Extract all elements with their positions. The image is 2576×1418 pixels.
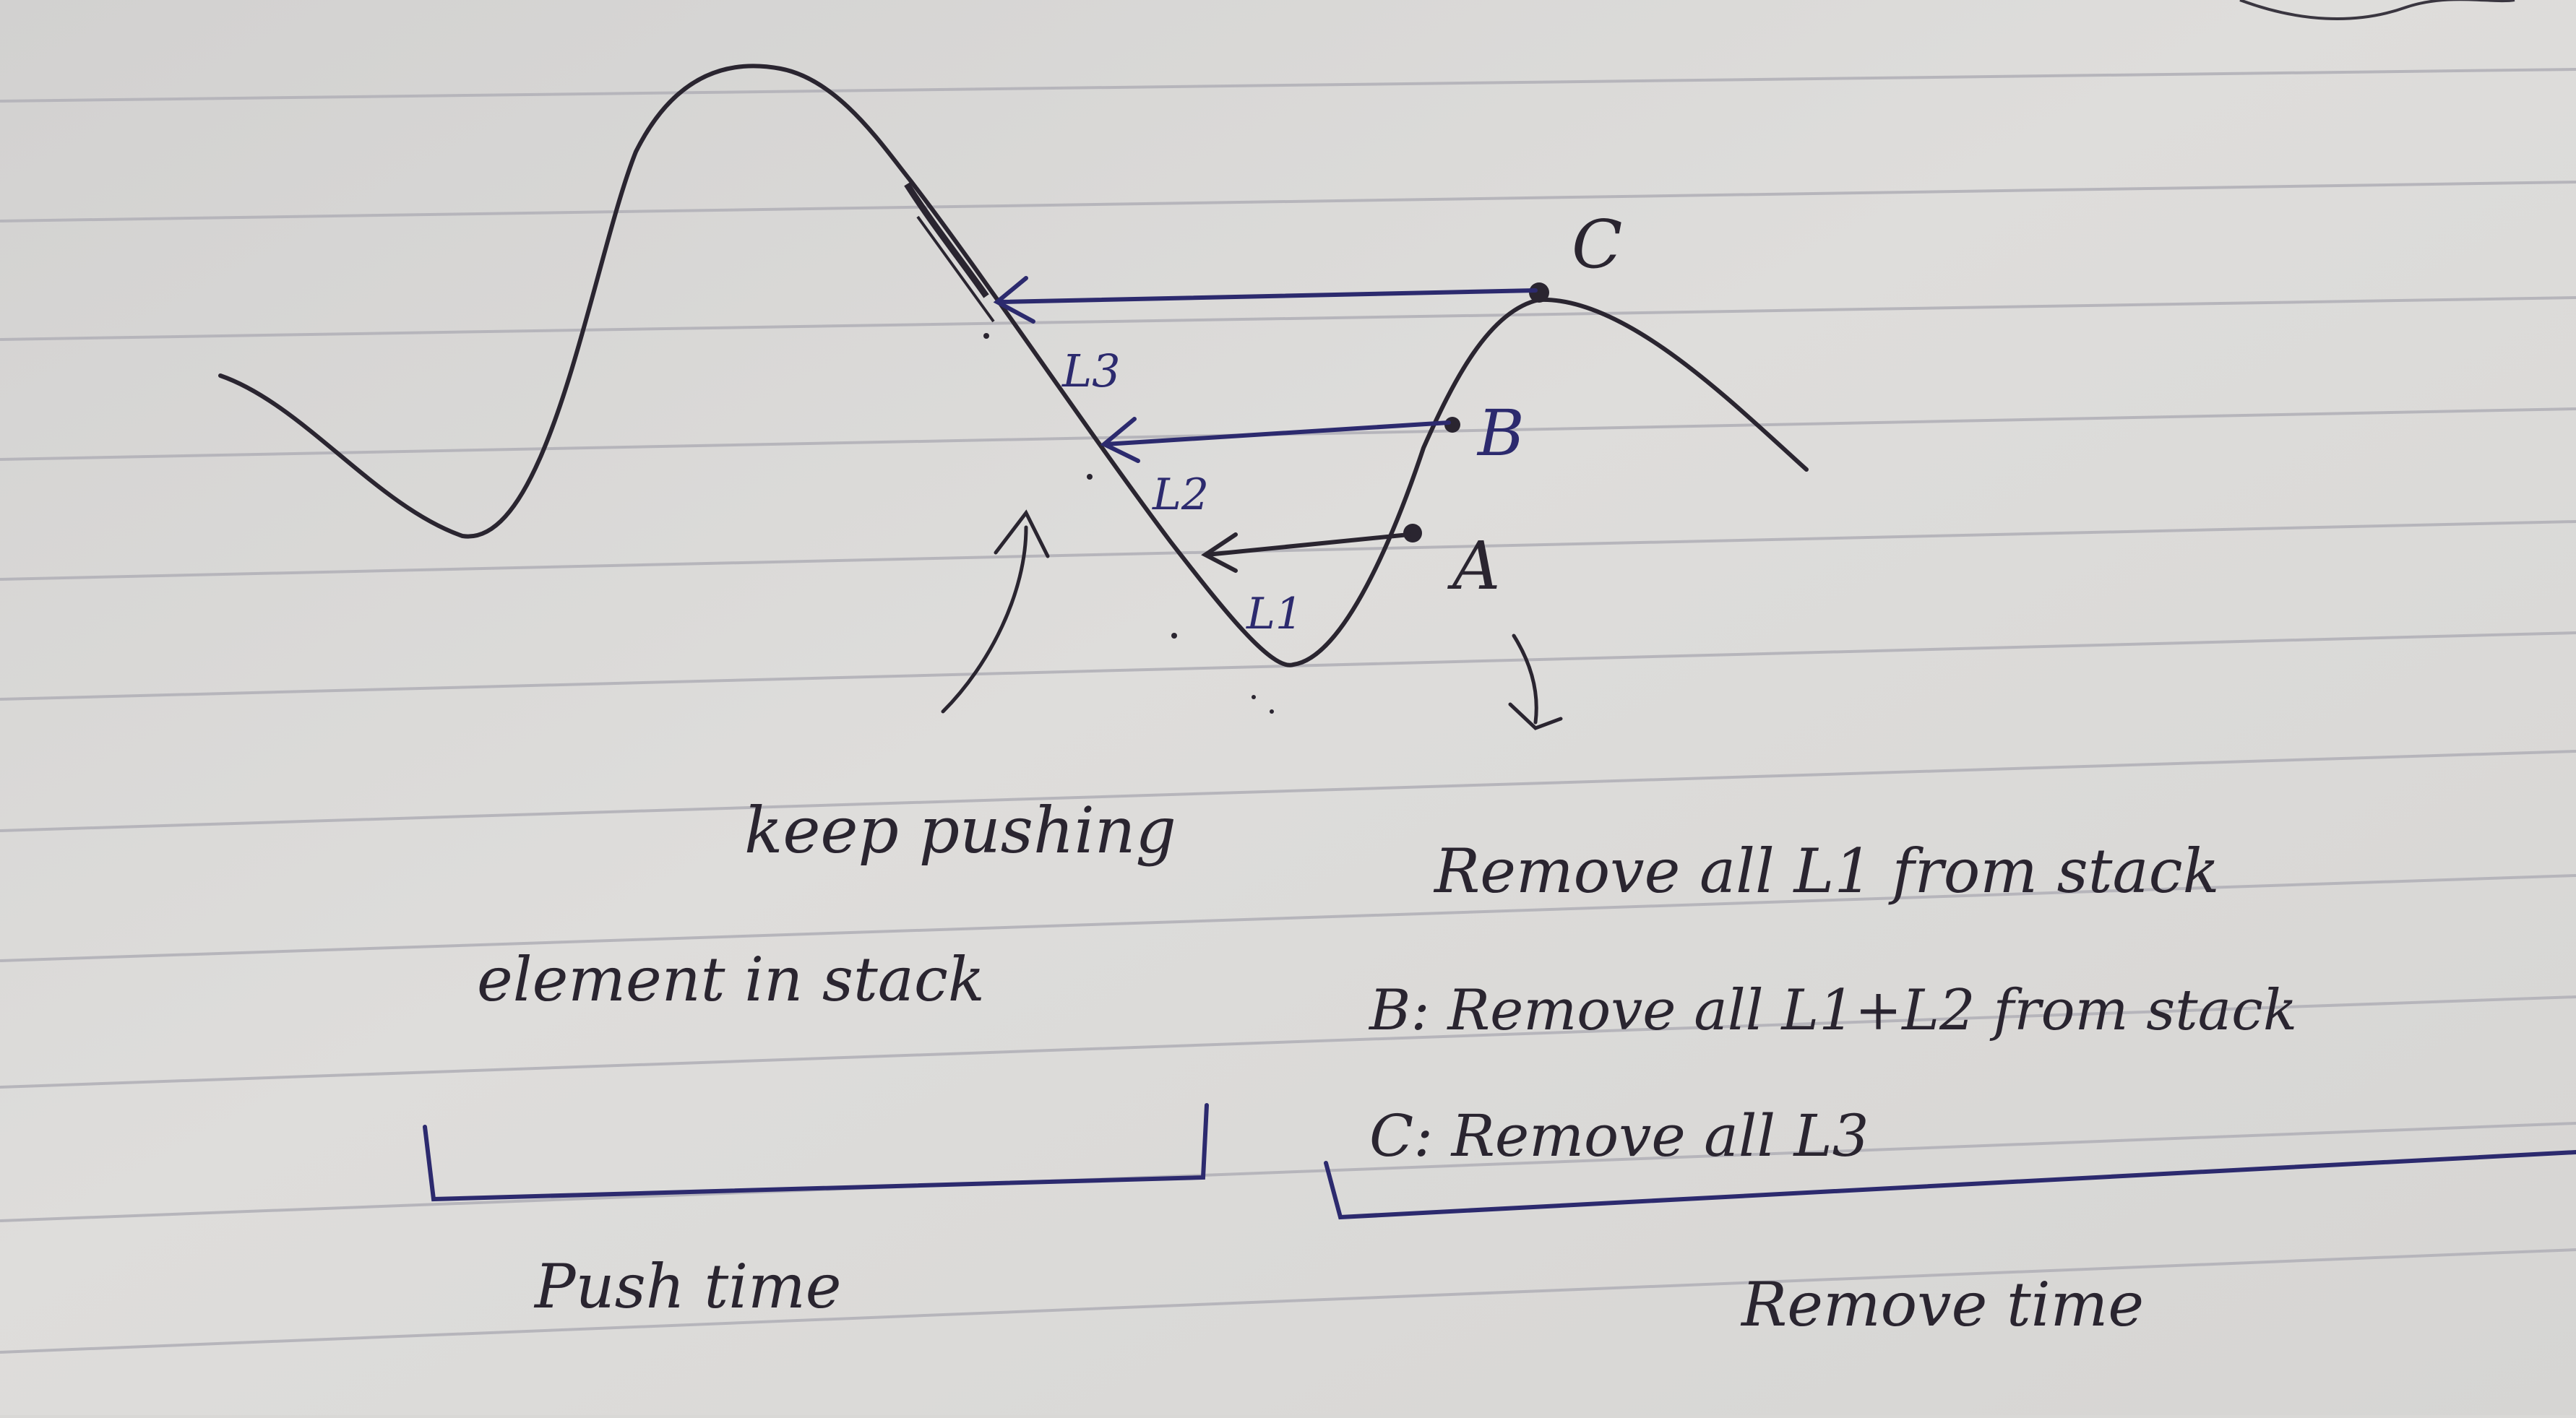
arrowhead-b <box>1100 417 1140 463</box>
label-point-b: B <box>1476 396 1525 470</box>
price-wave-curve <box>218 64 1809 667</box>
point-c-dot <box>1529 282 1549 303</box>
arrow-a-to-l1 <box>1205 532 1411 557</box>
point-a-dot <box>1403 524 1422 542</box>
label-l1: L1 <box>1246 589 1303 639</box>
arrow-c-to-l3 <box>999 288 1538 304</box>
push-note-line2: element in stack <box>477 944 985 1015</box>
push-note-line1: keep pushing <box>744 793 1176 868</box>
remove-note-line1: Remove all L1 from stack <box>1433 836 2220 907</box>
remove-bracket <box>1324 1150 2576 1220</box>
price-wave-overstroke <box>904 182 989 298</box>
label-point-c: C <box>1572 206 1622 283</box>
label-l2: L2 <box>1152 470 1209 520</box>
remove-arrow <box>1508 634 1563 730</box>
remove-note-line2: B: Remove all L1+L2 from stack <box>1368 978 2297 1043</box>
push-arrow <box>941 509 1050 714</box>
remove-time-label: Remove time <box>1740 1269 2144 1340</box>
push-time-label: Push time <box>533 1251 842 1322</box>
label-l3: L3 <box>1061 345 1121 397</box>
arrowhead-c <box>993 276 1035 324</box>
remove-note-line3: C: Remove all L3 <box>1369 1102 1869 1170</box>
arrowhead-a <box>1201 532 1238 573</box>
level-arrows <box>993 276 1538 463</box>
label-point-a: A <box>1447 527 1500 605</box>
push-bracket <box>423 1103 1209 1202</box>
corner-doodle <box>2239 0 2515 21</box>
arrow-b-to-l2 <box>1103 420 1451 446</box>
